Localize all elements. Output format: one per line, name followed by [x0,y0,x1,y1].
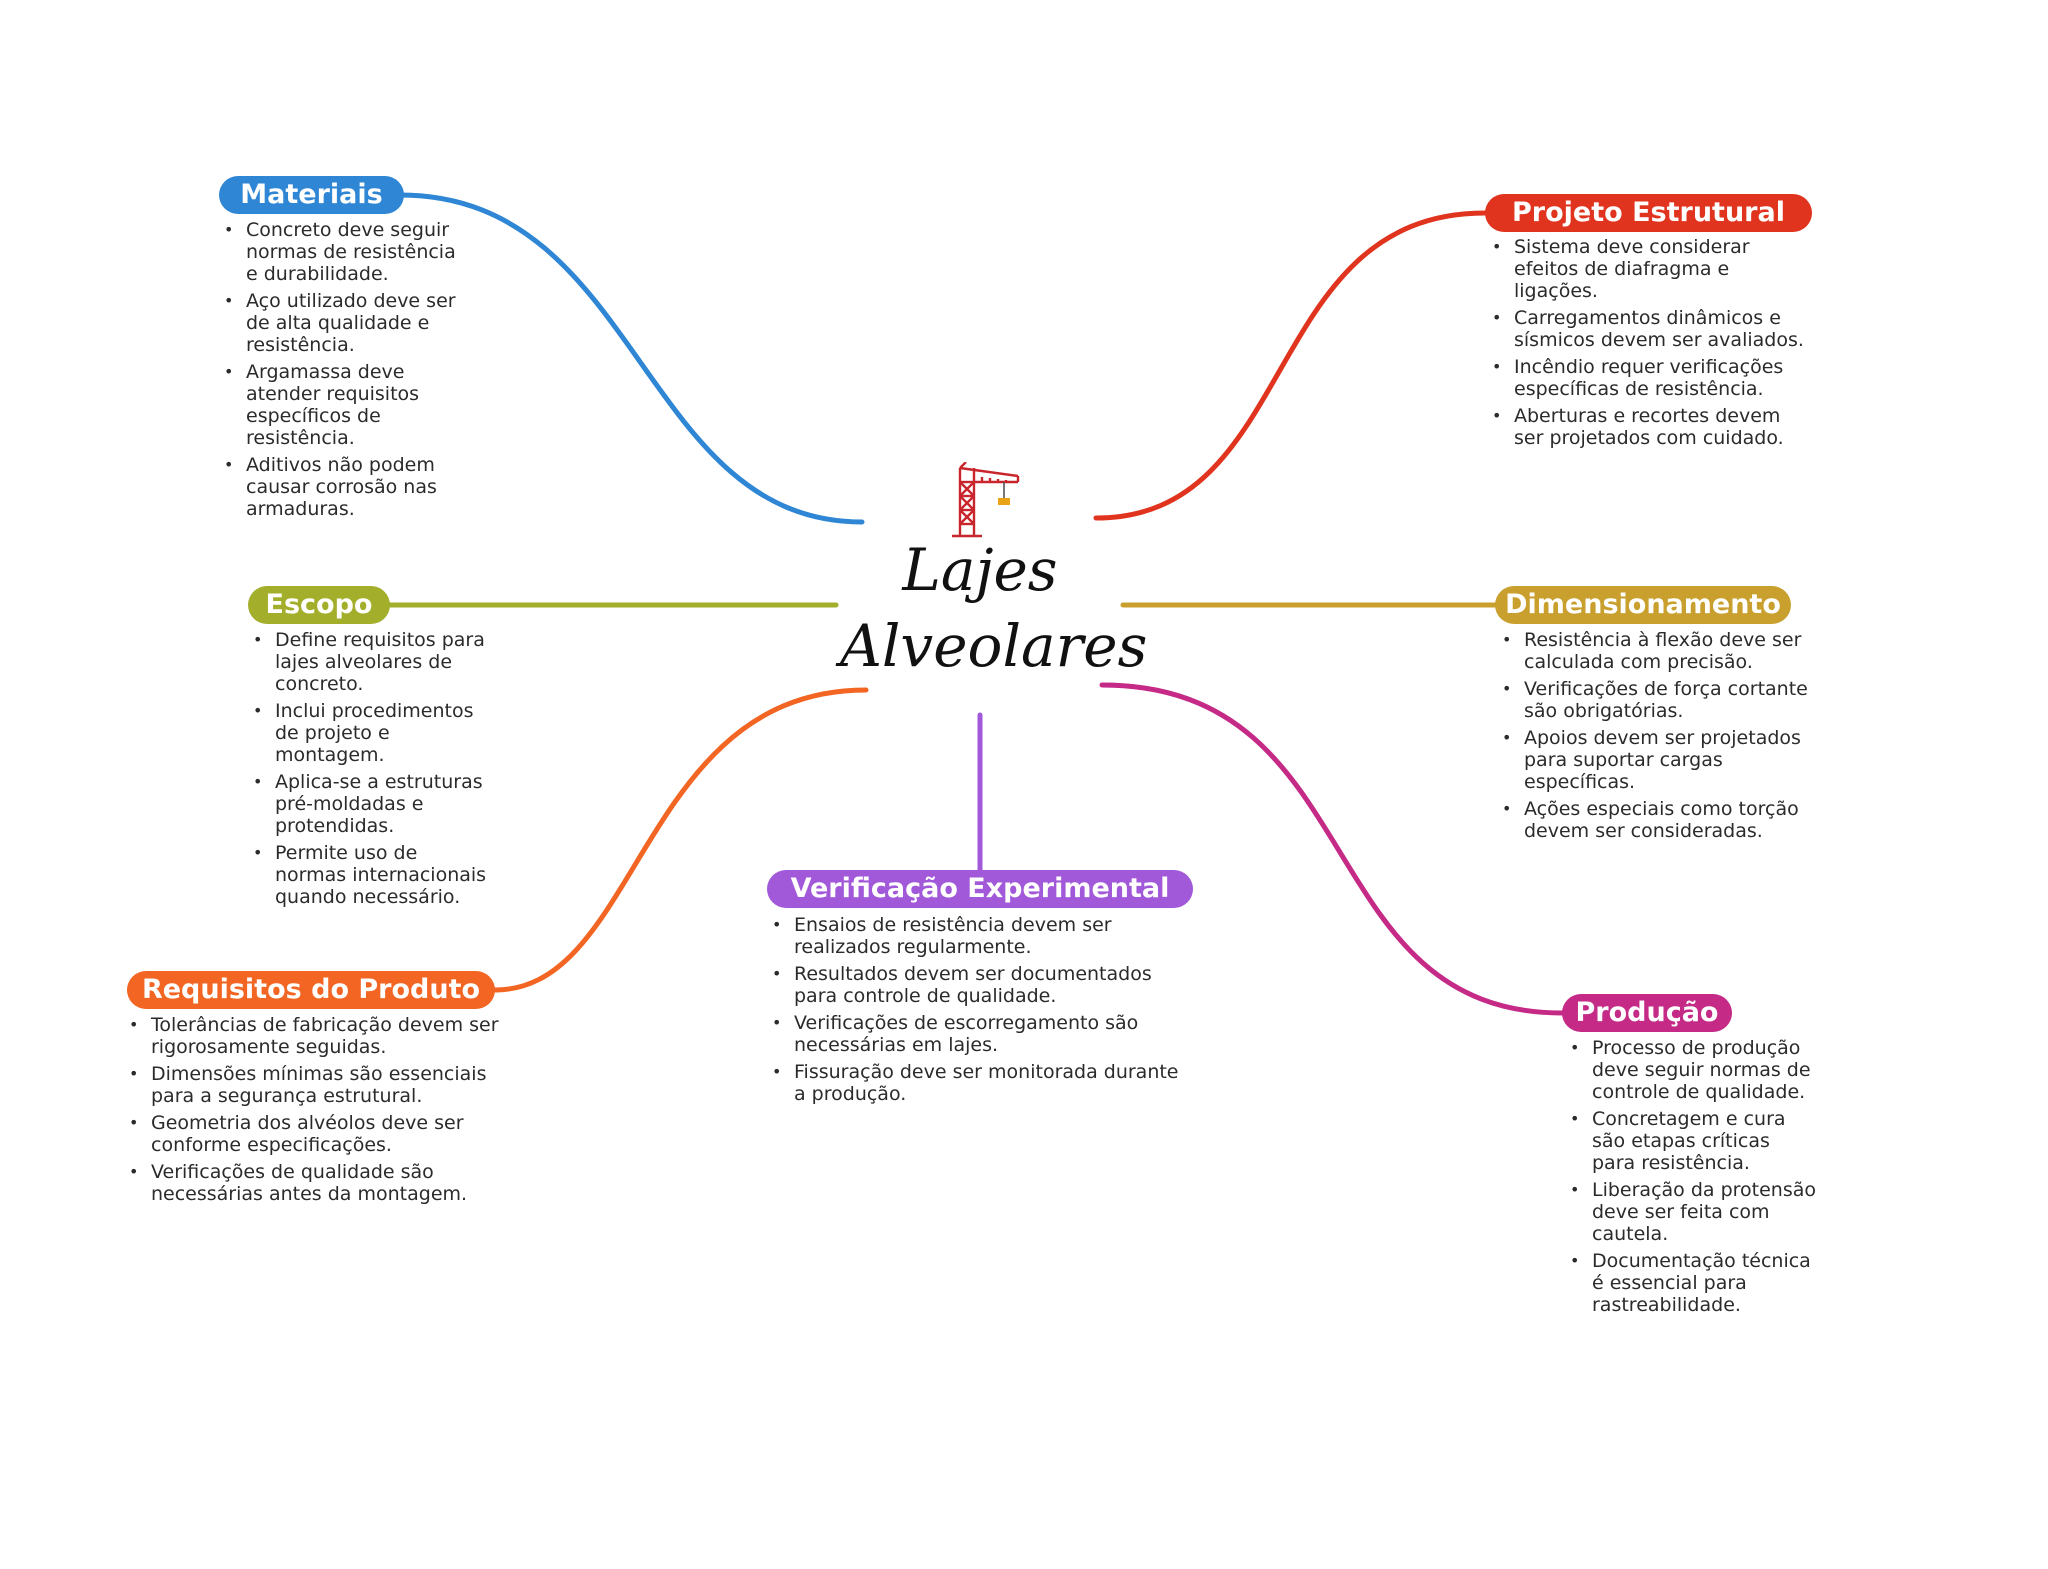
list-item: Verificações de força cortante são obrig… [1500,678,1810,722]
branch-dimensionamento-list: Resistência à flexão deve ser calculada … [1500,629,1810,847]
list-item: Tolerâncias de fabricação devem ser rigo… [127,1014,507,1058]
branch-producao-label[interactable]: Produção [1562,994,1732,1032]
list-item: Geometria dos alvéolos deve ser conforme… [127,1112,507,1156]
list-item: Aberturas e recortes devem ser projetado… [1490,405,1810,449]
list-item: Documentação técnica é essencial para ra… [1568,1250,1818,1316]
list-item: Ações especiais como torção devem ser co… [1500,798,1810,842]
link-projeto [1093,210,1488,521]
list-item: Aplica-se a estruturas pré-moldadas e pr… [251,771,491,837]
branch-dimensionamento-label[interactable]: Dimensionamento [1495,586,1791,624]
branch-requisitos-list: Tolerâncias de fabricação devem ser rigo… [127,1014,507,1210]
list-item: Incêndio requer verificações específicas… [1490,356,1810,400]
list-item: Concretagem e cura são etapas críticas p… [1568,1108,1818,1174]
list-item: Resultados devem ser documentados para c… [770,963,1190,1007]
list-item: Permite uso de normas internacionais qua… [251,842,491,908]
branch-projeto-label[interactable]: Projeto Estrutural [1485,194,1812,232]
list-item: Liberação da protensão deve ser feita co… [1568,1179,1818,1245]
list-item: Inclui procedimentos de projeto e montag… [251,700,491,766]
list-item: Aditivos não podem causar corrosão nas a… [222,454,472,520]
list-item: Sistema deve considerar efeitos de diafr… [1490,236,1810,302]
branch-materiais-list: Concreto deve seguir normas de resistênc… [222,219,472,525]
branch-escopo-label[interactable]: Escopo [248,586,390,624]
branch-materiais-label[interactable]: Materiais [219,176,404,214]
link-materiais [397,192,865,525]
link-producao [1099,682,1565,1016]
list-item: Dimensões mínimas são essenciais para a … [127,1063,507,1107]
list-item: Aço utilizado deve ser de alta qualidade… [222,290,472,356]
branch-escopo-list: Define requisitos para lajes alveolares … [251,629,491,913]
list-item: Concreto deve seguir normas de resistênc… [222,219,472,285]
list-item: Ensaios de resistência devem ser realiza… [770,914,1190,958]
central-title-line-2: Alveolares [840,612,1148,680]
central-title: Lajes Alveolares [840,532,1148,684]
list-item: Fissuração deve ser monitorada durante a… [770,1061,1190,1105]
list-item: Verificações de qualidade são necessária… [127,1161,507,1205]
list-item: Processo de produção deve seguir normas … [1568,1037,1818,1103]
link-requisitos [492,687,869,993]
branch-verificacao-list: Ensaios de resistência devem ser realiza… [770,914,1190,1110]
crane-icon [952,462,1020,538]
branch-producao-list: Processo de produção deve seguir normas … [1568,1037,1818,1321]
central-title-line-1: Lajes [902,536,1058,604]
list-item: Carregamentos dinâmicos e sísmicos devem… [1490,307,1810,351]
list-item: Resistência à flexão deve ser calculada … [1500,629,1810,673]
list-item: Verificações de escorregamento são neces… [770,1012,1190,1056]
branch-verificacao-label[interactable]: Verificação Experimental [767,870,1193,908]
list-item: Apoios devem ser projetados para suporta… [1500,727,1810,793]
list-item: Argamassa deve atender requisitos especí… [222,361,472,449]
list-item: Define requisitos para lajes alveolares … [251,629,491,695]
central-topic: Lajes Alveolares [840,462,1148,684]
branch-requisitos-label[interactable]: Requisitos do Produto [127,971,495,1009]
branch-projeto-list: Sistema deve considerar efeitos de diafr… [1490,236,1810,454]
